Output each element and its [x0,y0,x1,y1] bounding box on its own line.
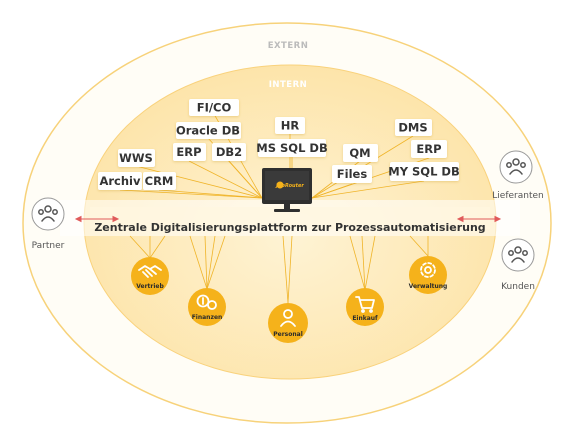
external-partner: Partner [31,197,65,251]
extern-label: EXTERN [268,41,309,51]
system-erp-right: ERP [411,140,447,158]
jobrouter-logo-text: JobRouter [275,183,304,189]
external-lieferanten: Lieferanten [492,150,544,201]
system-crm: CRM [143,172,176,190]
svg-text:Personal: Personal [273,331,303,338]
svg-text:DMS: DMS [398,121,427,135]
people-group-icon [38,205,58,222]
shopping-cart-icon [355,296,375,313]
svg-text:Lieferanten: Lieferanten [492,191,543,201]
system-archiv: Archiv [98,172,142,190]
system-my-sql-db: MY SQL DB [388,162,460,181]
department-vertrieb: Vertrieb [131,257,169,295]
system-hr: HR [275,117,305,134]
system-qm: QM [343,144,378,162]
department-personal: Personal [268,303,308,343]
svg-text:Oracle DB: Oracle DB [176,124,240,138]
svg-text:FI/CO: FI/CO [197,101,232,115]
platform-title: Zentrale Digitalisierungsplattform zur P… [94,221,485,234]
system-dms: DMS [395,119,432,136]
svg-text:Files: Files [337,167,368,181]
people-group-icon [508,246,528,263]
system-oracle-db: Oracle DB [176,122,241,139]
svg-text:Verwaltung: Verwaltung [409,283,448,290]
intern-label: INTERN [269,80,308,90]
handshake-icon [138,265,162,278]
svg-text:MS SQL DB: MS SQL DB [256,141,327,155]
department-connectors [129,235,429,304]
svg-text:CRM: CRM [145,174,174,188]
system-fico: FI/CO [189,99,239,116]
arrow-external-right [456,215,502,223]
svg-text:DB2: DB2 [216,145,242,159]
svg-text:WWS: WWS [119,151,153,165]
svg-text:ERP: ERP [416,142,441,156]
system-erp-left: ERP [173,143,206,161]
jobrouter-monitor: JobRouter [262,168,312,212]
svg-text:Kunden: Kunden [501,282,535,292]
gear-icon [420,262,436,278]
system-db2: DB2 [212,143,246,161]
coins-icon [196,294,217,310]
svg-text:ERP: ERP [176,145,201,159]
svg-text:HR: HR [281,119,300,133]
platform-band-core [90,207,490,229]
svg-text:Einkauf: Einkauf [352,315,378,322]
arrow-partner [74,215,120,223]
department-einkauf: Einkauf [346,288,384,326]
svg-text:Finanzen: Finanzen [192,314,223,321]
external-kunden: Kunden [501,238,535,292]
people-group-icon [506,158,526,175]
svg-text:Partner: Partner [32,241,65,251]
department-verwaltung: Verwaltung [409,256,448,294]
person-icon [280,309,296,327]
system-ms-sql-db: MS SQL DB [256,139,328,157]
system-files: Files [332,165,372,183]
svg-text:Vertrieb: Vertrieb [136,283,164,290]
jobrouter-logo-icon [276,181,284,189]
svg-text:QM: QM [349,146,370,160]
svg-text:MY SQL DB: MY SQL DB [388,165,459,179]
system-wws: WWS [118,149,155,167]
svg-text:Archiv: Archiv [99,174,141,188]
department-finanzen: Finanzen [188,288,226,326]
